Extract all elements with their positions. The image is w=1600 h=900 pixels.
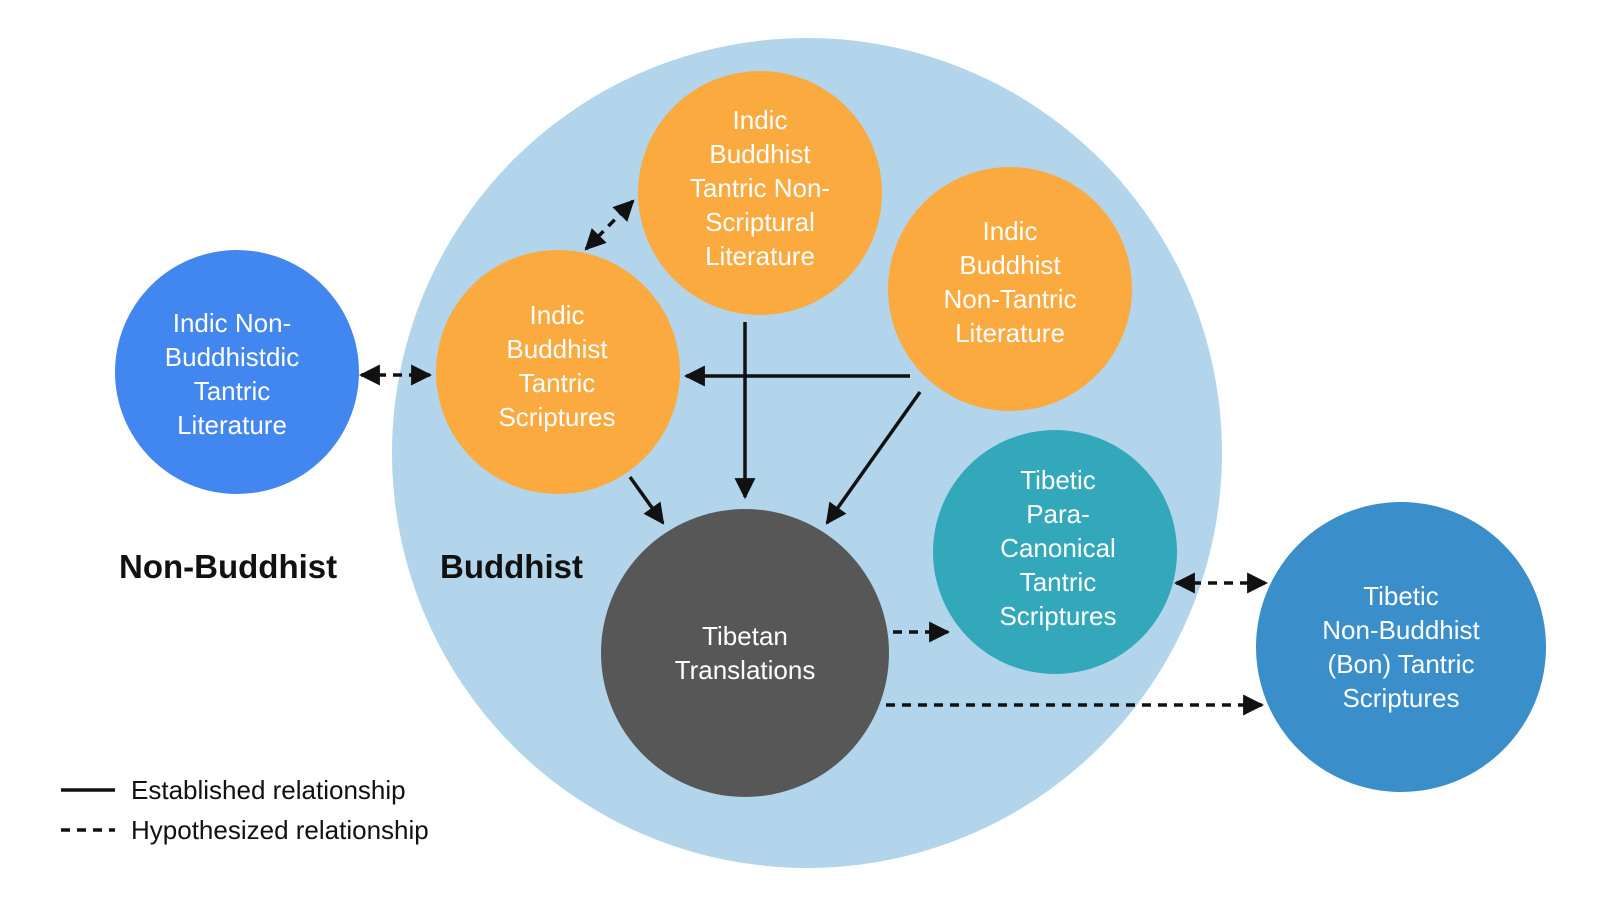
legend-hypothesized-label: Hypothesized relationship	[131, 815, 429, 845]
node-indic-nonbuddhist	[115, 250, 359, 494]
node-label-line: Scriptural	[705, 207, 815, 237]
node-label-line: Tibetic	[1020, 465, 1096, 495]
legend: Established relationship Hypothesized re…	[61, 775, 429, 845]
node-label-line: Scriptures	[999, 601, 1116, 631]
node-indic-nonscriptural	[638, 71, 882, 315]
node-indic-nontantric	[888, 167, 1132, 411]
node-label-line: Buddhist	[506, 334, 608, 364]
node-label-line: Buddhistdic	[165, 342, 299, 372]
node-label-line: Para-	[1026, 499, 1090, 529]
region-label-buddhist: Buddhist	[440, 548, 583, 585]
node-label-line: Canonical	[1000, 533, 1116, 563]
node-label-line: Tibetan	[702, 621, 788, 651]
arrow-scriptures-nonscriptural	[584, 199, 635, 251]
node-tibetan-translations	[601, 509, 889, 797]
node-label-line: Buddhist	[959, 250, 1061, 280]
node-label-line: (Bon) Tantric	[1328, 649, 1475, 679]
node-label-line: Indic Non-	[173, 308, 292, 338]
node-label-line: Tantric	[519, 368, 596, 398]
arrow-scriptures-translations	[628, 475, 665, 525]
node-label-line: Non-Buddhist	[1322, 615, 1480, 645]
region-label-non-buddhist: Non-Buddhist	[119, 548, 337, 585]
node-label-line: Non-Tantric	[944, 284, 1077, 314]
node-tibetic-paracanonical	[933, 430, 1177, 674]
legend-established-label: Established relationship	[131, 775, 406, 805]
node-label-line: Buddhist	[709, 139, 811, 169]
node-label-line: Tibetic	[1363, 581, 1439, 611]
arrow-nontantric-translations	[825, 390, 922, 525]
node-label-line: Indic	[983, 216, 1038, 246]
node-label-line: Tantric	[1020, 567, 1097, 597]
node-label-line: Translations	[675, 655, 816, 685]
node-label-line: Tantric Non-	[690, 173, 830, 203]
node-label-line: Tantric	[194, 376, 271, 406]
node-label-line: Indic	[733, 105, 788, 135]
node-label-line: Scriptures	[1342, 683, 1459, 713]
node-label-line: Indic	[530, 300, 585, 330]
node-tibetic-bon	[1256, 502, 1546, 792]
node-indic-scriptures	[436, 250, 680, 494]
relationship-arrows	[358, 199, 1269, 716]
node-label-line: Scriptures	[498, 402, 615, 432]
node-label-line: Literature	[177, 410, 287, 440]
node-label-line: Literature	[955, 318, 1065, 348]
node-label-line: Literature	[705, 241, 815, 271]
